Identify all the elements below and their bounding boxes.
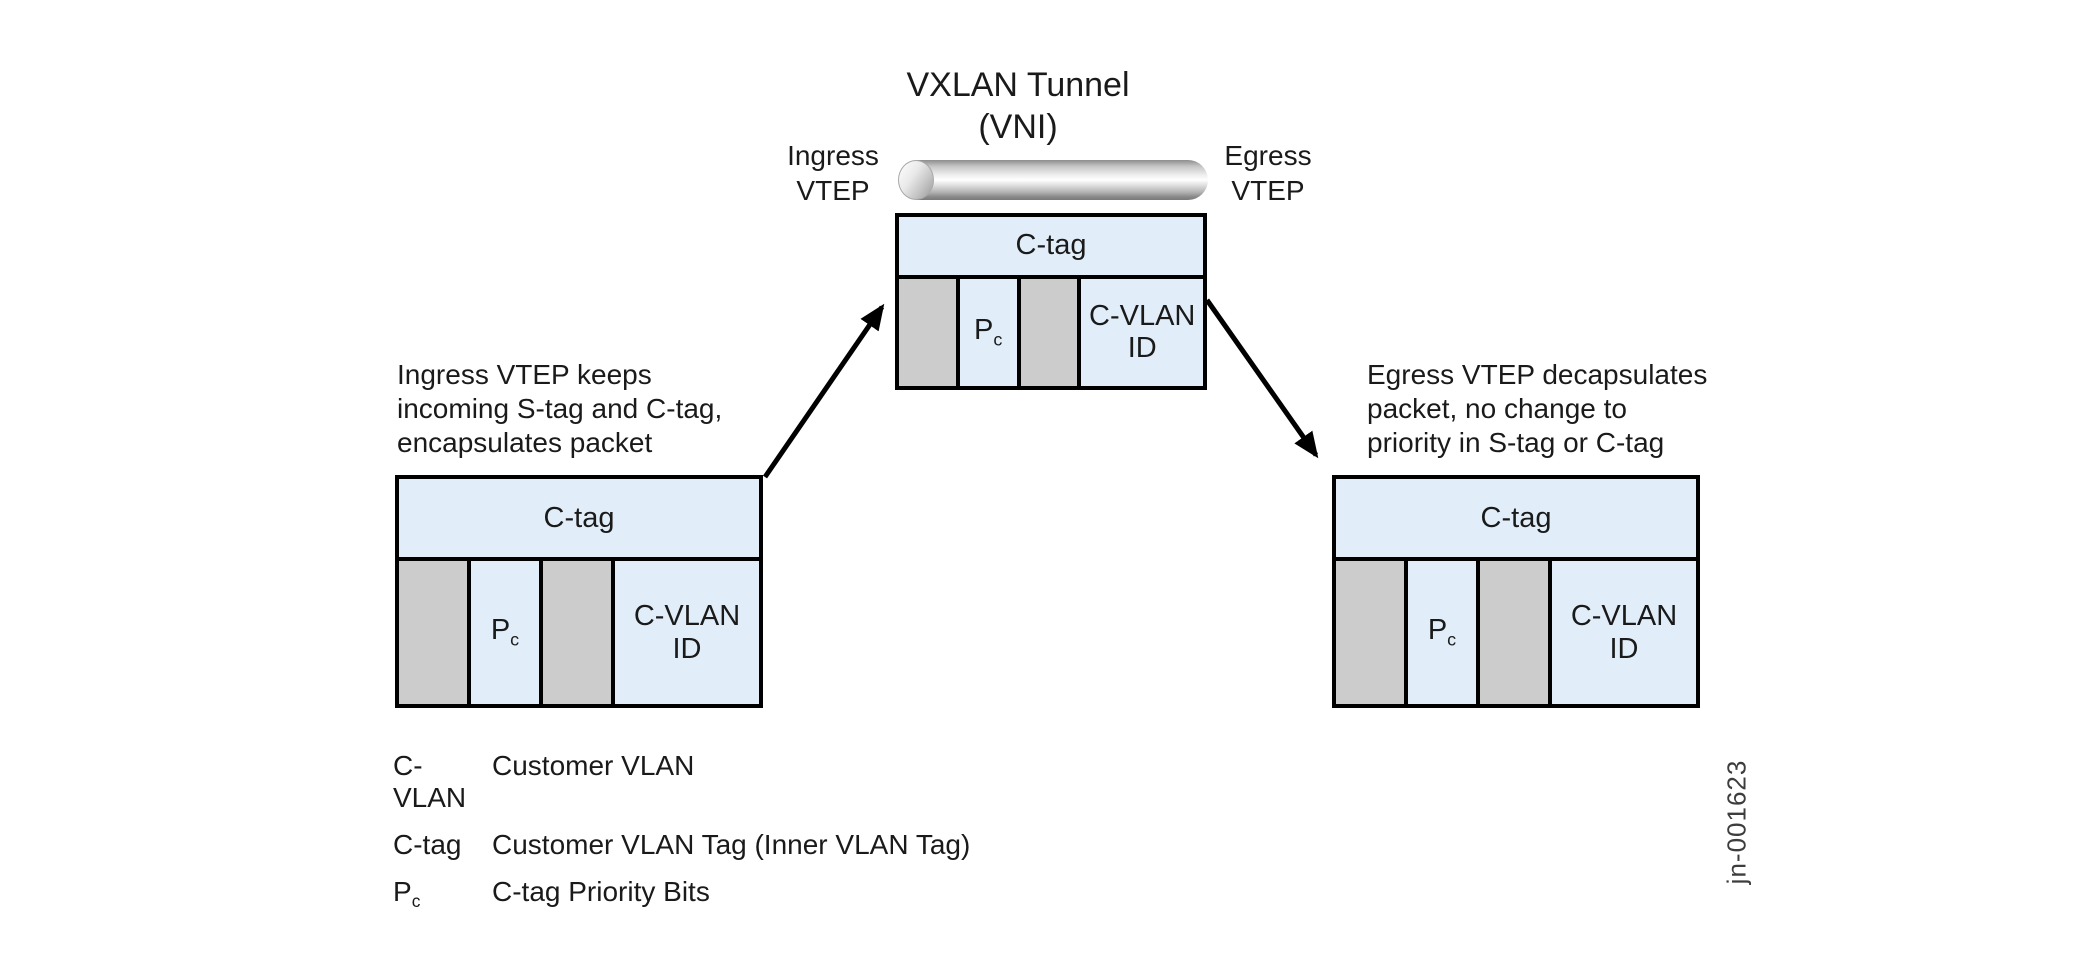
reserved-field-2 [543, 561, 615, 704]
vxlan-tunnel-cylinder-cap [898, 160, 934, 200]
cvlan-id-field: C-VLAN ID [1552, 561, 1696, 704]
legend-item-ctag: C-tag Customer VLAN Tag (Inner VLAN Tag) [393, 829, 970, 861]
reserved-field-1 [1336, 561, 1408, 704]
encapsulation-arrow [762, 303, 885, 479]
priority-field: Pc [471, 561, 543, 704]
ctag-fields-row: Pc C-VLAN ID [399, 561, 759, 704]
egress-annotation: Egress VTEP decapsulates packet, no chan… [1367, 359, 1708, 458]
priority-label: Pc [974, 314, 1003, 350]
cvlan-id-field: C-VLAN ID [615, 561, 759, 704]
cvlan-id-field: C-VLAN ID [1081, 278, 1203, 386]
decapsulation-arrow [1204, 298, 1319, 459]
legend-item-cvlan: C-VLAN Customer VLAN [393, 750, 970, 814]
ctag-header-label: C-tag [543, 501, 615, 534]
legend-term: C-VLAN [393, 750, 467, 813]
priority-label: Pc [1427, 614, 1457, 650]
legend-definition: C-tag Priority Bits [492, 876, 710, 907]
priority-label: Pc [490, 614, 520, 650]
priority-field: Pc [1408, 561, 1480, 704]
reserved-field-1 [899, 278, 960, 386]
packet-box-egress: C-tag Pc C-VLAN ID [1332, 475, 1700, 708]
legend-item-pc: Pc C-tag Priority Bits [393, 876, 970, 912]
legend-definition: Customer VLAN Tag (Inner VLAN Tag) [492, 829, 971, 860]
legend-term: Pc [393, 876, 421, 912]
ctag-header: C-tag [1336, 479, 1696, 562]
reserved-field-2 [1480, 561, 1552, 704]
diagram-title-line2: (VNI) [978, 108, 1058, 146]
packet-box-ingress: C-tag Pc C-VLAN ID [395, 475, 763, 708]
ctag-header: C-tag [899, 217, 1203, 279]
ctag-header-label: C-tag [1015, 229, 1087, 262]
egress-vtep-label: Egress VTEP [1224, 140, 1312, 206]
ingress-vtep-label: Ingress VTEP [787, 140, 879, 206]
figure-id-watermark: jn-001623 [1721, 759, 1752, 885]
ctag-fields-row: Pc C-VLAN ID [899, 278, 1203, 386]
packet-box-tunnel: C-tag Pc C-VLAN ID [895, 213, 1207, 390]
priority-field: Pc [959, 278, 1021, 386]
ctag-fields-row: Pc C-VLAN ID [1336, 561, 1696, 704]
diagram-title: VXLAN Tunnel (VNI) [848, 64, 1188, 148]
reserved-field-1 [399, 561, 471, 704]
legend: C-VLAN Customer VLAN C-tag Customer VLAN… [393, 750, 970, 927]
legend-definition: Customer VLAN [492, 750, 695, 781]
diagram-title-line1: VXLAN Tunnel [906, 66, 1130, 104]
ingress-annotation: Ingress VTEP keeps incoming S-tag and C-… [397, 359, 723, 458]
vxlan-tunnel-cylinder [898, 160, 1208, 200]
legend-term: C-tag [393, 829, 462, 860]
reserved-field-2 [1020, 278, 1082, 386]
ctag-header-label: C-tag [1480, 501, 1552, 534]
ctag-header: C-tag [399, 479, 759, 562]
